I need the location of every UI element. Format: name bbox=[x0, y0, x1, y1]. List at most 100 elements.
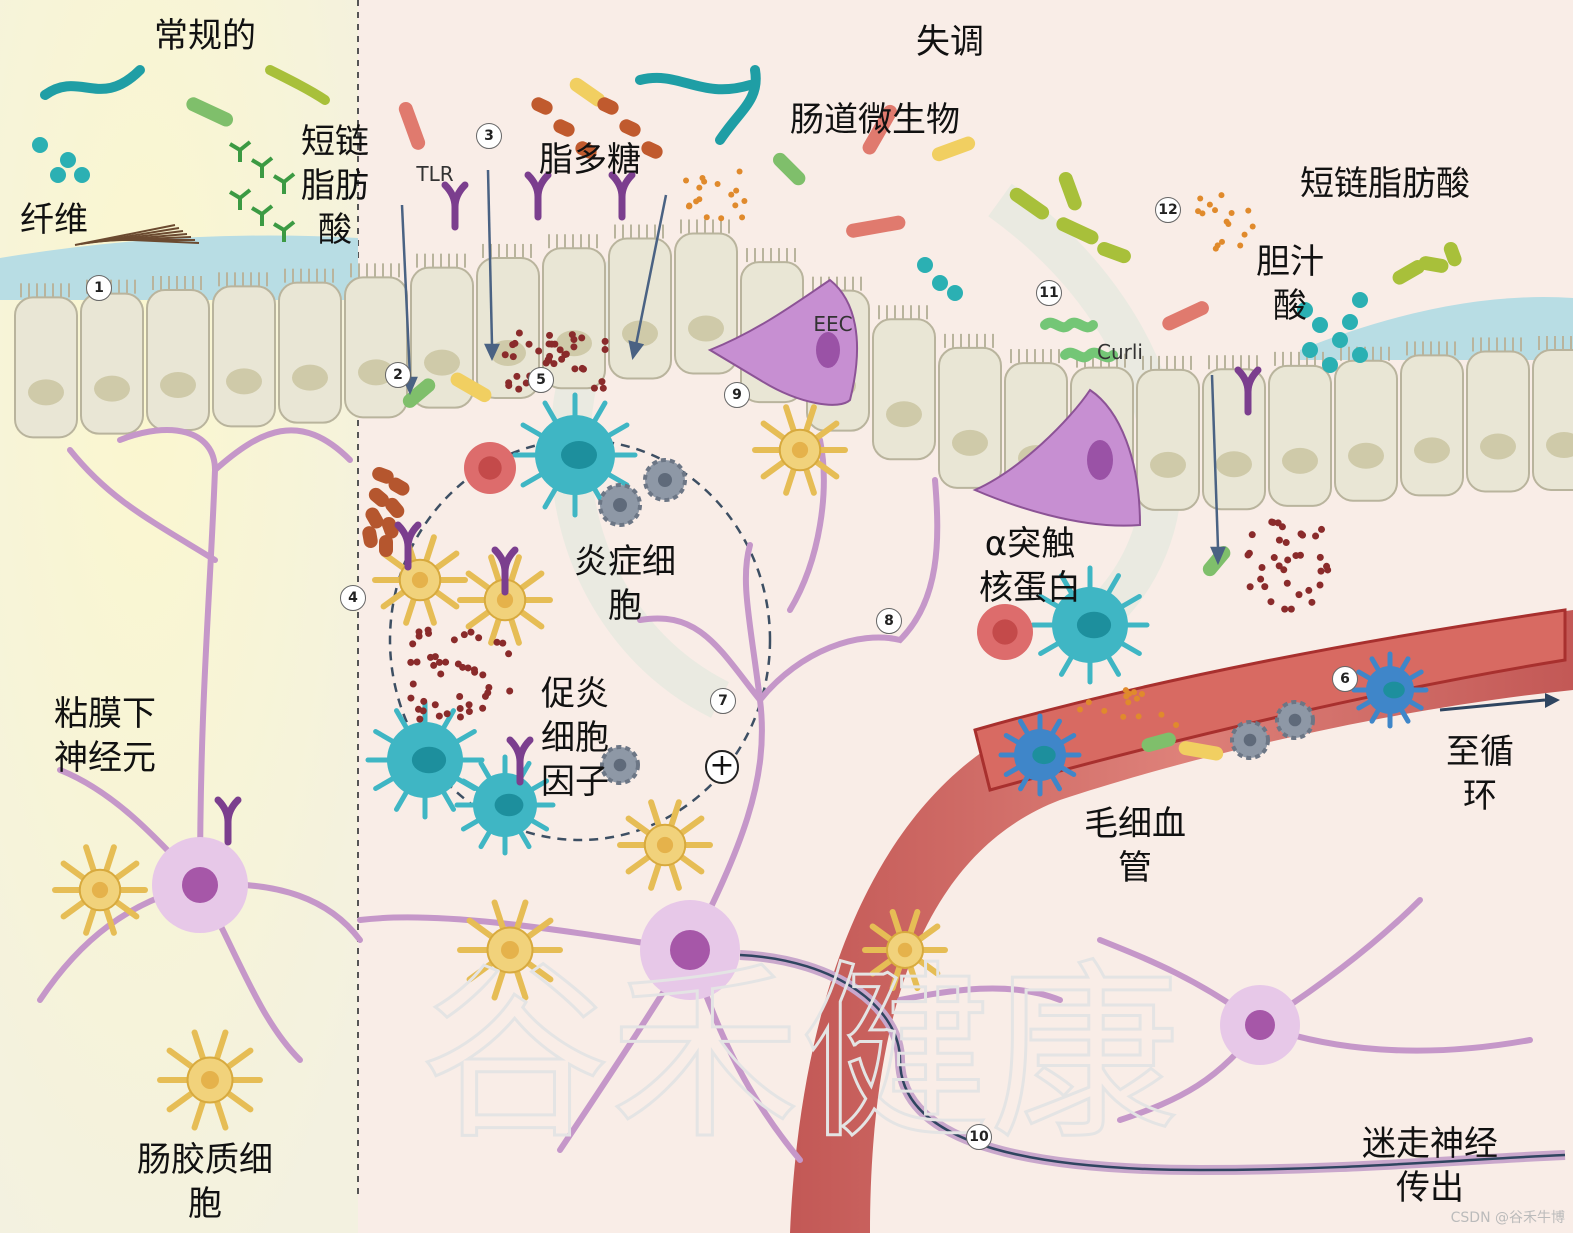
scfa-dot bbox=[683, 177, 690, 184]
label-lps: 脂多糖 bbox=[539, 140, 641, 180]
neuron-branch bbox=[117, 427, 219, 888]
immune-cell bbox=[998, 713, 1082, 797]
step-marker-6: 6 bbox=[1332, 666, 1358, 692]
scfa-dot bbox=[728, 191, 735, 198]
neuron-branch bbox=[897, 985, 1063, 1003]
glia-nucleus bbox=[201, 1071, 219, 1089]
scfa-dot bbox=[733, 187, 740, 194]
bile-acid-sphere bbox=[1342, 314, 1358, 330]
step-marker-11: 11 bbox=[1036, 280, 1062, 306]
glia-nucleus bbox=[791, 441, 809, 459]
label-alpha-synuclein: α突触 核蛋白 bbox=[979, 524, 1081, 608]
cytokine-cell bbox=[600, 745, 640, 785]
red-blood-cell-center bbox=[478, 456, 502, 480]
enteric-glia-cell bbox=[457, 899, 563, 1001]
bacterium-rod bbox=[773, 152, 806, 186]
immune-cell bbox=[454, 754, 556, 856]
scfa-dot bbox=[696, 196, 703, 203]
scfa-molecule bbox=[272, 220, 296, 242]
spiral-bacterium bbox=[1060, 347, 1118, 363]
epithelial-nucleus bbox=[688, 315, 724, 342]
scfa-dot bbox=[1158, 711, 1165, 718]
lps-dot bbox=[1292, 552, 1300, 560]
step-marker-7: 7 bbox=[710, 688, 736, 714]
lps-dot bbox=[430, 661, 438, 669]
neuron-branch bbox=[687, 542, 765, 953]
scfa-dot bbox=[699, 174, 706, 181]
scfa-dot bbox=[686, 202, 693, 209]
lps-dot bbox=[1295, 591, 1303, 599]
glia-nucleus bbox=[91, 881, 109, 899]
bacterium-rod bbox=[531, 97, 553, 115]
tlr-receptor bbox=[608, 171, 636, 221]
lps-dot bbox=[571, 365, 579, 373]
bacterium-rod bbox=[365, 507, 384, 529]
lps-dot bbox=[548, 340, 556, 348]
lps-dot bbox=[1267, 598, 1275, 606]
lps-dot bbox=[484, 689, 492, 697]
lps-dot bbox=[1246, 583, 1254, 591]
lps-dot bbox=[499, 639, 507, 647]
lps-dot bbox=[437, 670, 445, 678]
far-neuron-nucleus bbox=[1245, 1010, 1275, 1040]
immune-cell bbox=[1351, 651, 1429, 729]
bacterium-rod bbox=[362, 526, 378, 548]
lps-dot bbox=[1261, 583, 1269, 591]
scfa-dot bbox=[1101, 707, 1108, 714]
immune-cells bbox=[365, 392, 1429, 856]
scfa-dot bbox=[736, 168, 743, 175]
label-scfa-left: 短链 脂肪 酸 bbox=[301, 122, 369, 250]
step-marker-10: 10 bbox=[966, 1124, 992, 1150]
vagus-nerve-arrow bbox=[739, 953, 1566, 1172]
label-fiber: 纤维 bbox=[20, 200, 88, 240]
lps-dot bbox=[467, 628, 475, 636]
cytokine-core bbox=[1288, 713, 1302, 727]
eec-nucleus-2 bbox=[1087, 440, 1113, 480]
step-marker-9: 9 bbox=[724, 382, 750, 408]
neuron-branch bbox=[357, 914, 693, 953]
step-marker-4: 4 bbox=[340, 585, 366, 611]
enteric-glia-cell bbox=[862, 908, 948, 992]
epithelial-cell bbox=[1268, 364, 1332, 507]
lps-dot bbox=[456, 705, 464, 713]
label-enteric-glia: 肠胶质细 胞 bbox=[137, 1140, 273, 1224]
lps-dot bbox=[1258, 563, 1266, 571]
bile-acid-sphere bbox=[1352, 292, 1368, 308]
label-inflammatory-cells: 炎症细 胞 bbox=[574, 542, 676, 626]
bacterium-rod bbox=[569, 77, 606, 107]
epithelial-cell bbox=[872, 318, 936, 461]
glia-nucleus bbox=[411, 571, 429, 589]
lps-dot bbox=[570, 343, 578, 351]
lps-dot bbox=[1257, 575, 1265, 583]
bacterium-rod bbox=[553, 119, 575, 137]
immune-nucleus bbox=[411, 746, 447, 774]
epithelial-nucleus bbox=[622, 320, 658, 347]
epithelial-cell bbox=[1466, 350, 1530, 493]
scfa-molecule bbox=[228, 188, 252, 210]
normal-region-bg bbox=[0, 0, 358, 1233]
epithelial-nucleus bbox=[1348, 442, 1384, 469]
scfa-dot bbox=[1173, 721, 1180, 728]
credit-text: CSDN @谷禾牛博 bbox=[1450, 1210, 1565, 1226]
scfa-dot bbox=[1195, 208, 1202, 215]
scfa-dot bbox=[1138, 690, 1145, 697]
label-capillary: 毛细血 管 bbox=[1084, 804, 1186, 888]
lps-dot bbox=[599, 384, 607, 392]
spiral-bacterium bbox=[715, 65, 761, 145]
scfa-dot bbox=[732, 202, 739, 209]
lps-dot bbox=[435, 712, 443, 720]
epithelial-nucleus bbox=[424, 349, 460, 376]
lps-dot bbox=[485, 684, 493, 692]
lps-dot bbox=[598, 378, 606, 386]
lps-dot bbox=[1323, 562, 1331, 570]
epithelial-nucleus bbox=[1546, 432, 1573, 458]
neuron-branch bbox=[787, 437, 827, 613]
bacterium-rod bbox=[1141, 732, 1176, 752]
enteric-glia-cell bbox=[752, 404, 848, 496]
enteric-glia-cell bbox=[52, 844, 148, 936]
circulation-arrow-head bbox=[1545, 693, 1560, 708]
step-marker-12: 12 bbox=[1155, 197, 1181, 223]
epithelial-nucleus bbox=[1282, 447, 1318, 474]
epithelial-cell bbox=[938, 346, 1002, 489]
lps-dot bbox=[424, 626, 432, 634]
